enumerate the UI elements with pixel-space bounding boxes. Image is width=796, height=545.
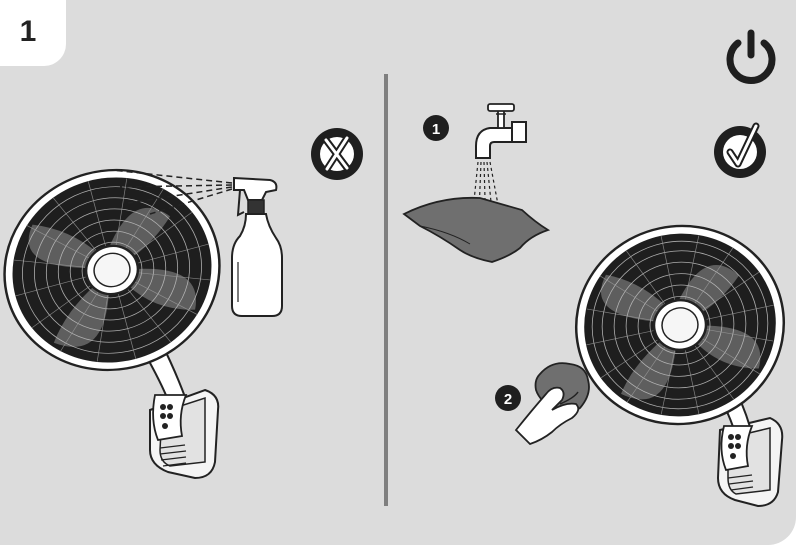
power-icon (730, 33, 772, 80)
faucet-icon (476, 104, 526, 158)
forbidden-icon (311, 128, 363, 180)
check-icon (714, 126, 766, 178)
sub-step-1-label: 1 (432, 121, 440, 138)
sub-step-2-badge: 2 (495, 385, 521, 411)
fan-left (0, 146, 242, 478)
fan-right (558, 207, 796, 506)
sub-step-2-label: 2 (504, 391, 512, 408)
sub-step-1-badge: 1 (423, 115, 449, 141)
cloth (404, 198, 548, 262)
hand-with-cloth (516, 363, 589, 444)
